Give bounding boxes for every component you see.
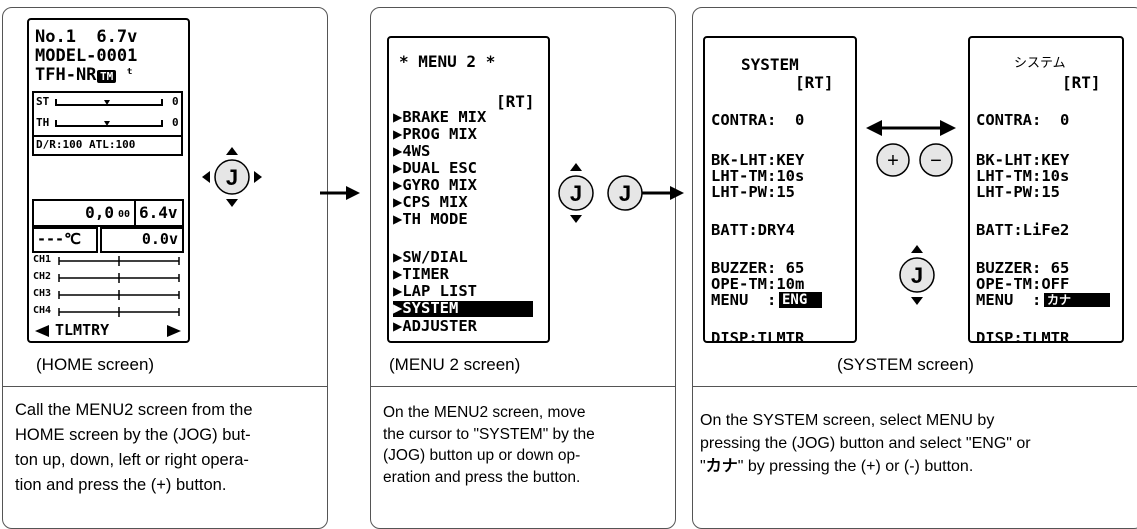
menu-item-th-mode[interactable]: ▶TH MODE [393,210,468,228]
st-value: 0 [172,95,179,108]
system-en-lht-tm: LHT-TM:10s [711,167,805,185]
trim-divider [34,135,181,137]
menu2-rt: [RT] [496,92,535,111]
system-en-screen: SYSTEM [RT] CONTRA: 0 BK-LHT:KEY LHT-TM:… [703,36,857,346]
system-en-buzzer: BUZZER: 65 [711,259,805,277]
system-jp-batt: BATT:LiFe2 [976,221,1070,239]
system-en-lht-pw: LHT-PW:15 [711,183,795,201]
antenna-icon: ᵗ [125,65,135,83]
th-value: 0 [172,116,179,129]
ch1-label: CH1 [33,254,52,265]
system-jp-disp: DISP:TLMTR [976,329,1070,347]
plus-button-icon: + [876,143,910,177]
menu2-title: * MENU 2 * [399,52,496,71]
home-description: Call the MENU2 screen from the HOME scre… [15,401,253,494]
menu2-description: On the MENU2 screen, move the cursor to … [383,404,595,486]
svg-text:J: J [911,263,923,288]
gauge-value: 0,0 [85,203,114,222]
home-line-1: No.1 6.7v [35,27,138,47]
system-jp-title: システム [1014,56,1066,71]
home-line-2: MODEL-0001 [35,46,138,66]
tlmtry-label: TLMTRY [55,321,110,339]
system-jp-ope-tm: OPE-TM:OFF [976,275,1070,293]
minus-button-icon: − [919,143,953,177]
gauge-unit: 00 [117,209,130,220]
volt2-box: 0.0v [100,227,184,253]
system-caption: (SYSTEM screen) [837,355,974,374]
svg-text:J: J [619,181,631,206]
system-en-title: SYSTEM [741,55,799,74]
system-en-bk-lht: BK-LHT:KEY [711,151,805,169]
home-line-3: TFH-NR [35,65,97,85]
system-en-batt: BATT:DRY4 [711,221,795,239]
tlm-left-arrow-icon [35,325,49,337]
system-en-rt: [RT] [795,73,834,92]
temp-value: ---℃ [37,230,81,248]
home-caption: (HOME screen) [36,355,155,374]
volt2-value: 0.0v [141,230,178,248]
menu2-caption: (MENU 2 screen) [389,355,521,374]
ch3-label: CH3 [33,288,52,299]
voltage-value: 6.4v [139,203,178,222]
system-jp-menu-label: MENU : [976,291,1042,309]
menu2-screen: * MENU 2 * [RT] ▶BRAKE MIX ▶PROG MIX ▶4W… [387,36,550,343]
divider [371,386,675,387]
dr-line: D/R:100 ATL:100 [36,138,136,151]
trim-bars [55,99,163,127]
menu-item-cps-mix[interactable]: ▶CPS MIX [393,193,468,211]
system-jp-buzzer: BUZZER: 65 [976,259,1070,277]
menu-item-sw-dial[interactable]: ▶SW/DIAL [393,248,468,266]
system-jp-screen: システム [RT] CONTRA: 0 BK-LHT:KEY LHT-TM:10… [968,36,1124,346]
system-en-disp: DISP:TLMTR [711,329,805,347]
svg-text:J: J [570,181,582,206]
kana-text: カナ [705,458,738,475]
system-en-contra: CONTRA: 0 [711,111,805,129]
home-screen: No.1 6.7v MODEL-0001 TFH-NR TM ᵗ ST 0 TH… [27,18,190,343]
flow-arrow-2 [642,186,684,200]
system-jp-contra: CONTRA: 0 [976,111,1070,129]
menu-item-dual-esc[interactable]: ▶DUAL ESC [393,159,477,177]
menu-item-lap-list[interactable]: ▶LAP LIST [393,282,477,300]
system-jp-lht-tm: LHT-TM:10s [976,167,1070,185]
system-jp-rt: [RT] [1062,73,1101,92]
th-label: TH [36,116,50,129]
svg-text:+: + [887,150,899,172]
svg-text:J: J [226,165,238,190]
system-en-menu-value[interactable]: ENG [779,292,822,308]
menu-item-timer[interactable]: ▶TIMER [393,265,449,283]
st-label: ST [36,95,50,108]
temp-box: ---℃ [32,227,98,253]
jog-press-icon: J [607,175,643,211]
menu-item-system-selected[interactable]: ▶SYSTEM [393,300,533,317]
swap-arrow-icon [866,120,956,136]
flow-arrow-1 [320,186,360,200]
system-en-ope-tm: OPE-TM:10m [711,275,805,293]
system-description: On the SYSTEM screen, select MENU by pre… [700,412,1031,475]
gauge-box: 0,0 00 [32,199,136,227]
divider [3,386,327,387]
ch4-label: CH4 [33,305,52,316]
menu-item-prog-mix[interactable]: ▶PROG MIX [393,125,477,143]
menu-item-adjuster[interactable]: ▶ADJUSTER [393,317,477,335]
menu-item-gyro-mix[interactable]: ▶GYRO MIX [393,176,477,194]
jog-updown-system-icon: J [899,245,935,305]
jog-updown-icon: J [558,163,594,223]
system-jp-bk-lht: BK-LHT:KEY [976,151,1070,169]
system-jp-lht-pw: LHT-PW:15 [976,183,1060,201]
jog-4way-icon: J [202,147,262,207]
ch2-label: CH2 [33,271,52,282]
system-en-menu-label: MENU : [711,291,777,309]
menu-item-4ws[interactable]: ▶4WS [393,142,431,160]
divider [693,386,1137,387]
voltage-box: 6.4v [134,199,184,227]
system-jp-menu-value[interactable]: カナ [1044,293,1110,307]
channel-bars [35,256,181,337]
trim-box: ST 0 TH 0 D/R:100 ATL:100 [32,91,183,156]
svg-text:−: − [930,150,942,172]
menu-item-brake-mix[interactable]: ▶BRAKE MIX [393,108,487,126]
tlm-right-arrow-icon [167,325,181,337]
tm-badge: TM [97,70,117,83]
